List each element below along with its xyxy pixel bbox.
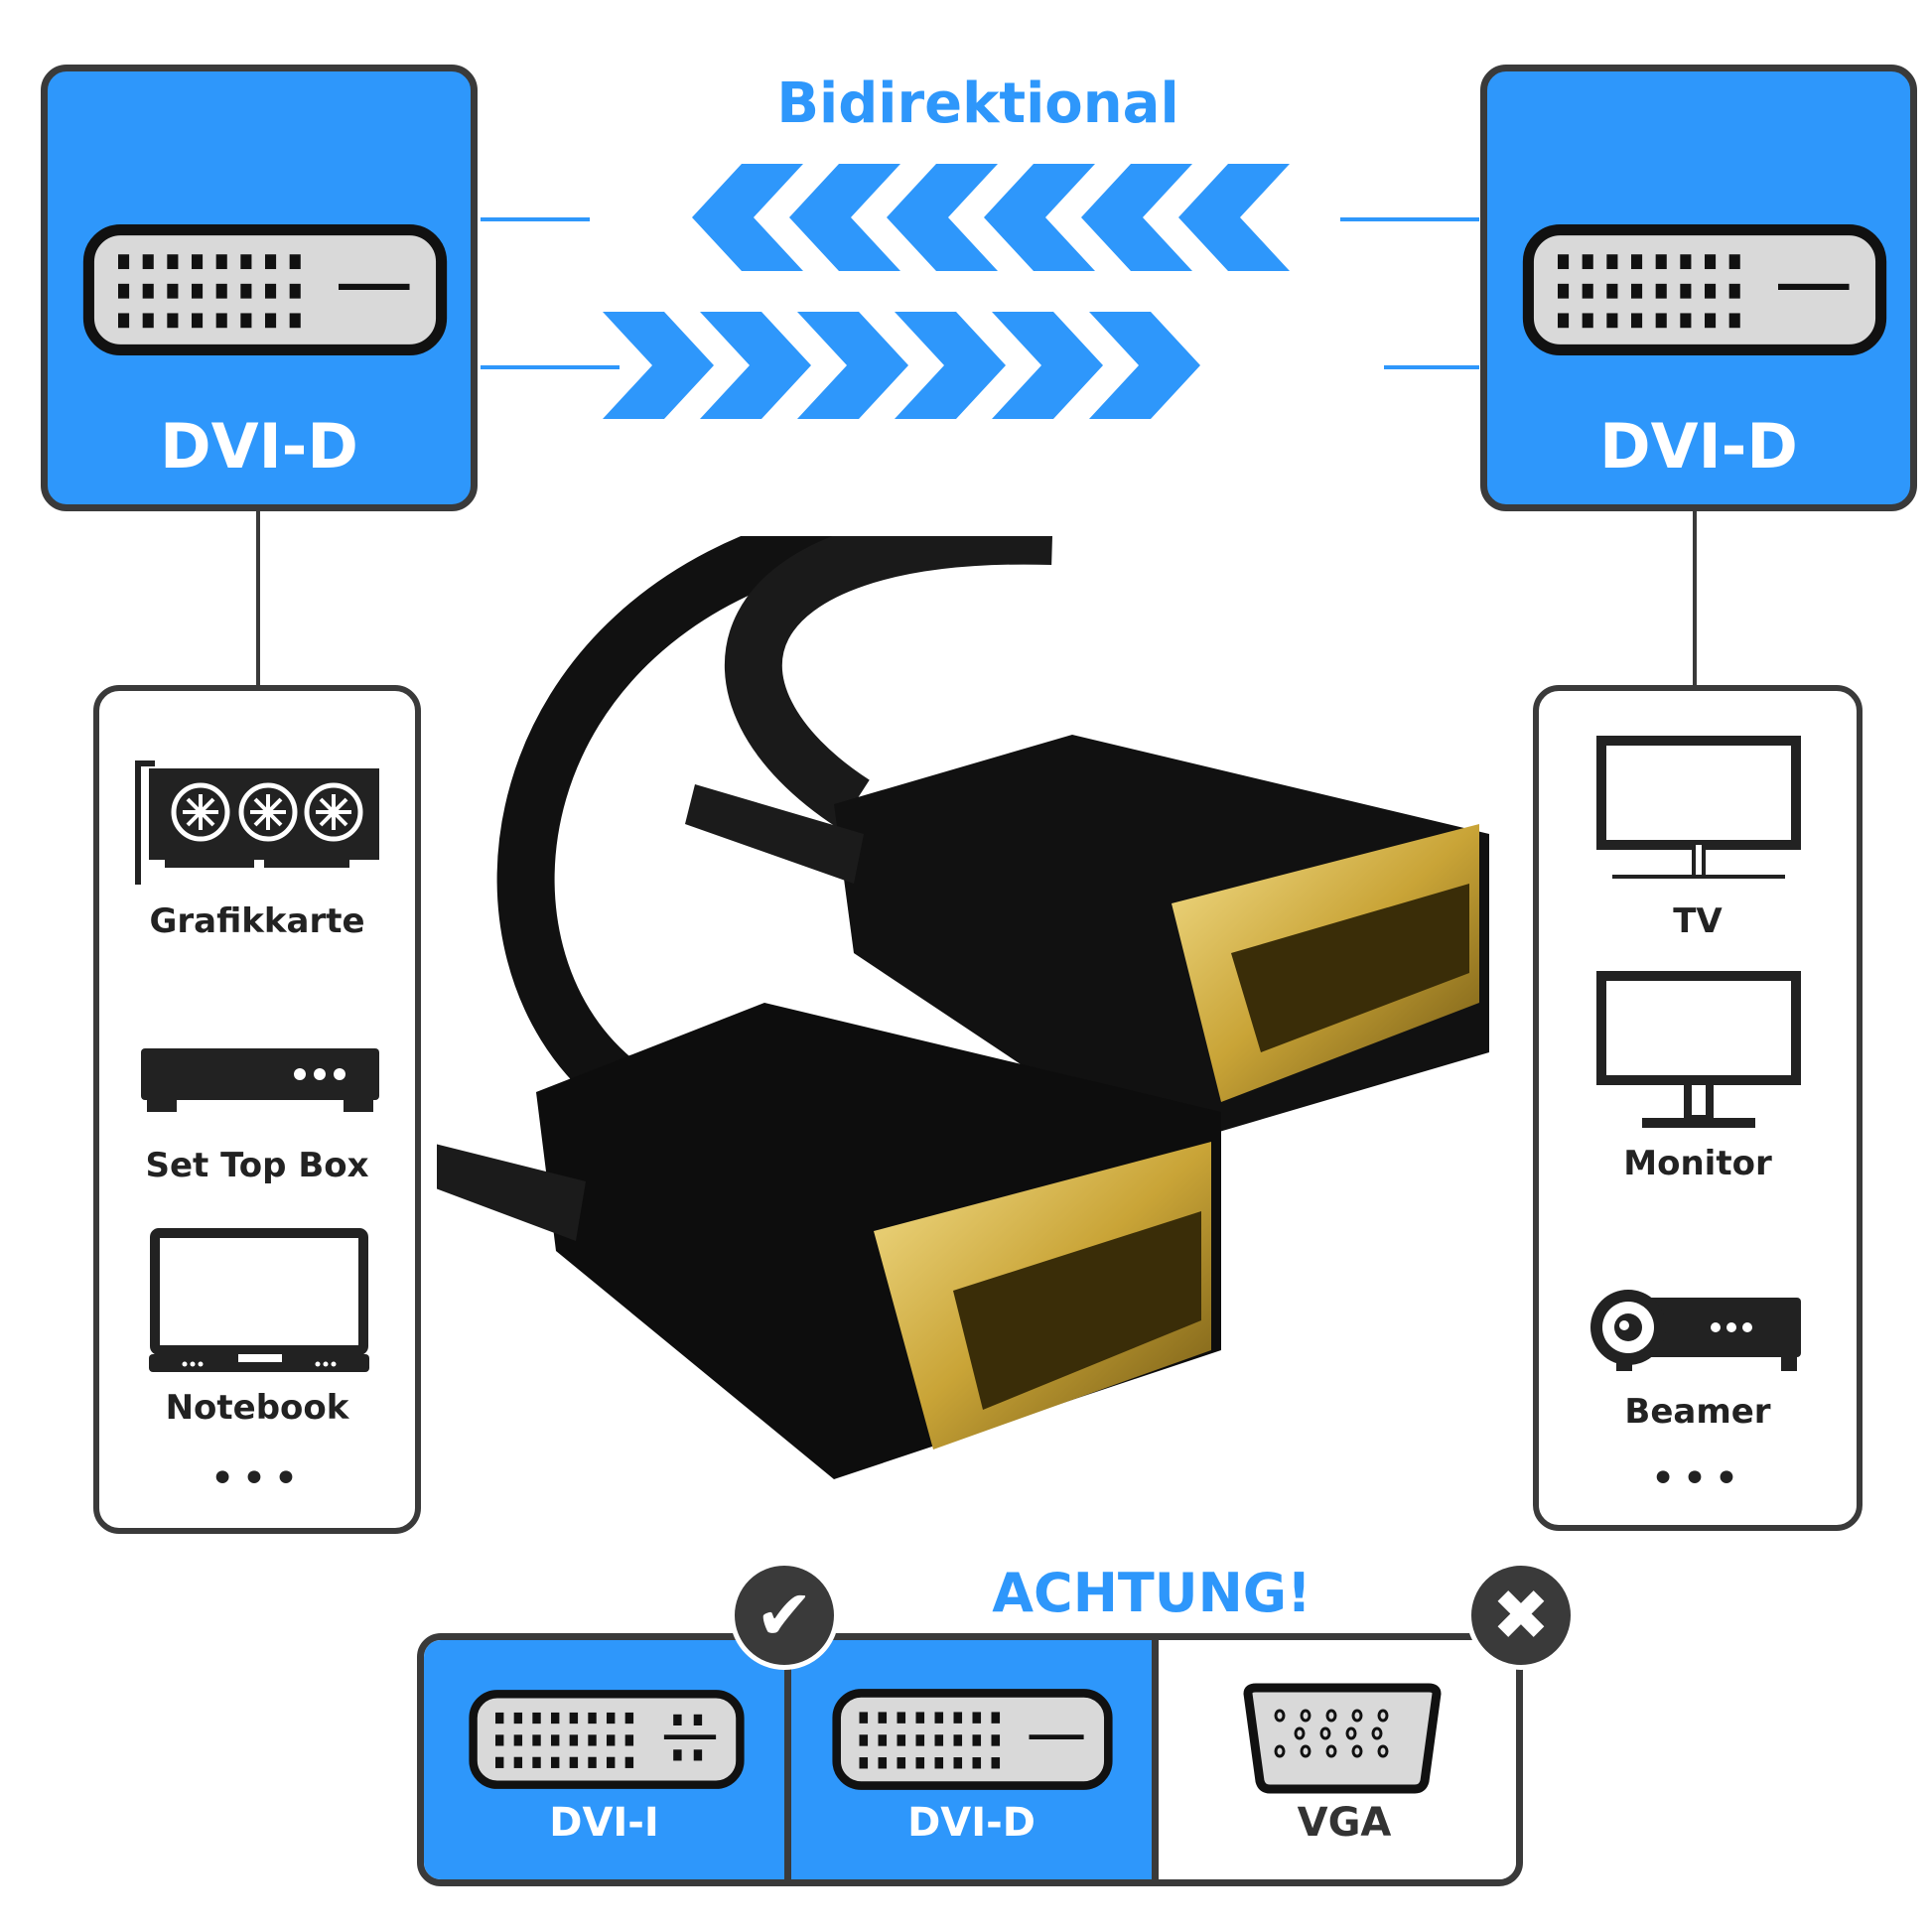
device-label-tv: TV (1673, 901, 1723, 941)
chevron-mark (603, 312, 714, 419)
chevron-mark (992, 312, 1103, 419)
chevron-mark (1178, 164, 1290, 271)
compat-cell-dvi-d: DVI-D (791, 1640, 1159, 1879)
chevron-mark (700, 312, 811, 419)
dvi-d-connector-icon (1522, 224, 1887, 355)
connector-line (1340, 217, 1479, 221)
compatibility-table: DVI-I DVI-D VGA (417, 1633, 1523, 1886)
monitor-icon (1596, 971, 1801, 1128)
dvi-plug-back (685, 735, 1489, 1152)
display-devices-panel: TV Monitor Beamer ••• (1533, 685, 1863, 1531)
more-devices-icon: ••• (1650, 1453, 1745, 1504)
device-label-monitor: Monitor (1623, 1144, 1772, 1183)
dvi-d-connector-icon (832, 1689, 1113, 1790)
left-dvi-d-port-box: DVI-D (41, 65, 478, 511)
dvi-d-connector-icon (82, 224, 448, 355)
connector-label-dvi-i: DVI-I (549, 1800, 659, 1846)
tv-icon (1596, 736, 1801, 879)
device-label-grafikkarte: Grafikkarte (149, 901, 365, 941)
chevron-mark (887, 164, 998, 271)
vga-connector-icon (1243, 1683, 1442, 1794)
dvi-i-connector-icon (469, 1690, 745, 1789)
check-icon: ✔ (730, 1561, 839, 1670)
cross-icon: ✖ (1466, 1561, 1576, 1670)
left-port-label: DVI-D (160, 410, 358, 483)
source-devices-panel: Grafikkarte Set Top Box Notebook ••• (93, 685, 421, 1534)
connector-line (481, 365, 620, 369)
right-port-label: DVI-D (1599, 410, 1798, 483)
device-label-notebook: Notebook (165, 1388, 349, 1428)
divider-line (1693, 510, 1697, 689)
device-label-beamer: Beamer (1624, 1392, 1771, 1432)
graphics-card-icon (135, 760, 379, 885)
connector-line (481, 217, 590, 221)
chevron-mark (789, 164, 900, 271)
chevron-mark (692, 164, 803, 271)
right-dvi-d-port-box: DVI-D (1480, 65, 1917, 511)
dvi-cable-product-image (437, 536, 1489, 1479)
projector-icon (1590, 1290, 1801, 1371)
arrows-left-icon (692, 164, 1290, 271)
connector-label-dvi-d: DVI-D (907, 1800, 1035, 1846)
chevron-mark (895, 312, 1006, 419)
connector-line (1384, 365, 1479, 369)
chevron-mark (797, 312, 908, 419)
connector-label-vga: VGA (1297, 1800, 1392, 1846)
more-devices-icon: ••• (209, 1453, 305, 1504)
compat-cell-dvi-i: DVI-I (424, 1640, 791, 1879)
arrows-right-icon (603, 312, 1200, 419)
dvi-plug-front (437, 1003, 1221, 1479)
chevron-mark (1081, 164, 1192, 271)
device-label-set-top-box: Set Top Box (145, 1146, 369, 1185)
bidirectional-title: Bidirektional (776, 71, 1179, 136)
notebook-icon (149, 1228, 369, 1372)
divider-line (256, 510, 260, 689)
compat-cell-vga: VGA (1159, 1640, 1516, 1879)
warning-title: ACHTUNG! (992, 1562, 1311, 1624)
chevron-mark (1089, 312, 1200, 419)
set-top-box-icon (141, 1048, 379, 1112)
chevron-mark (984, 164, 1095, 271)
